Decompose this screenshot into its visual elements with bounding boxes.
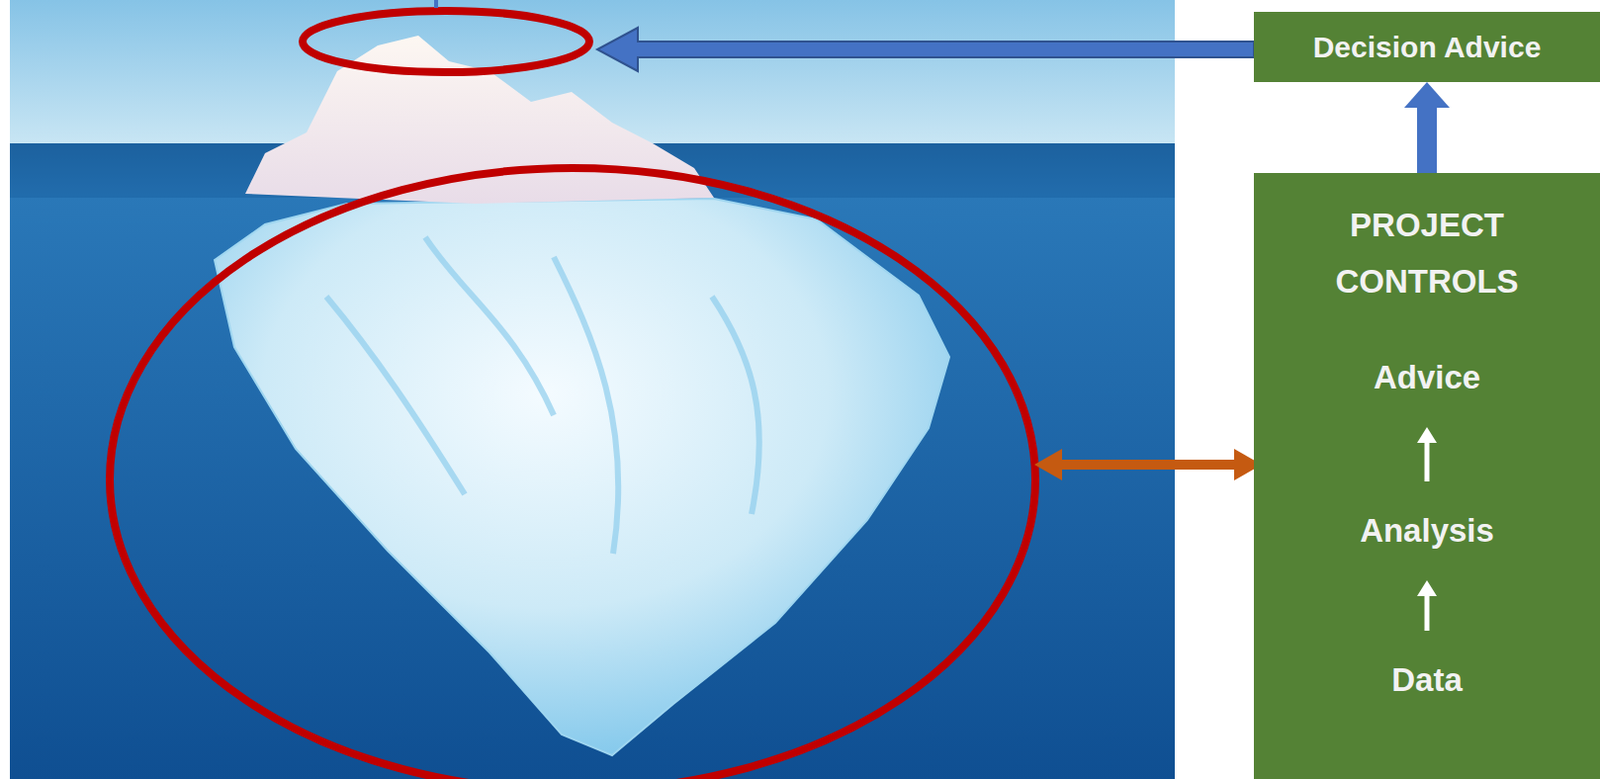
step-label: Analysis [1253, 481, 1600, 581]
arrow-head [1404, 82, 1450, 108]
sea [9, 143, 1175, 779]
flow-arrow [1404, 82, 1450, 174]
ice-texture [326, 237, 760, 554]
arrow-shaft [1424, 596, 1430, 631]
step-label: Advice [1253, 328, 1600, 428]
arrow-head [1417, 427, 1437, 444]
node-label: Advice [1373, 358, 1481, 397]
arrow-shaft [1424, 443, 1430, 482]
node-label: Data [1391, 661, 1463, 700]
flow-arrow [1417, 427, 1437, 482]
flow-arrow [1417, 580, 1437, 631]
arrow-shaft [1417, 107, 1437, 174]
highlight-ellipse [302, 10, 590, 73]
process-box: PROJECT CONTROLS AdviceAnalysisData [1253, 173, 1600, 779]
box-title: PROJECT CONTROLS [1303, 196, 1551, 310]
decision-box: Decision Advice [1253, 11, 1600, 83]
arrow-stub [434, 0, 439, 8]
double-arrow [1034, 448, 1262, 481]
iceberg-tip [245, 35, 714, 204]
highlight-ellipse [109, 168, 1036, 779]
pointer-arrow [597, 27, 1254, 72]
iceberg-submerged [214, 198, 950, 756]
node-label: Analysis [1359, 512, 1495, 550]
step-label: Data [1253, 630, 1600, 730]
arrow-head [1417, 580, 1437, 597]
node-label: Decision Advice [1313, 30, 1542, 65]
